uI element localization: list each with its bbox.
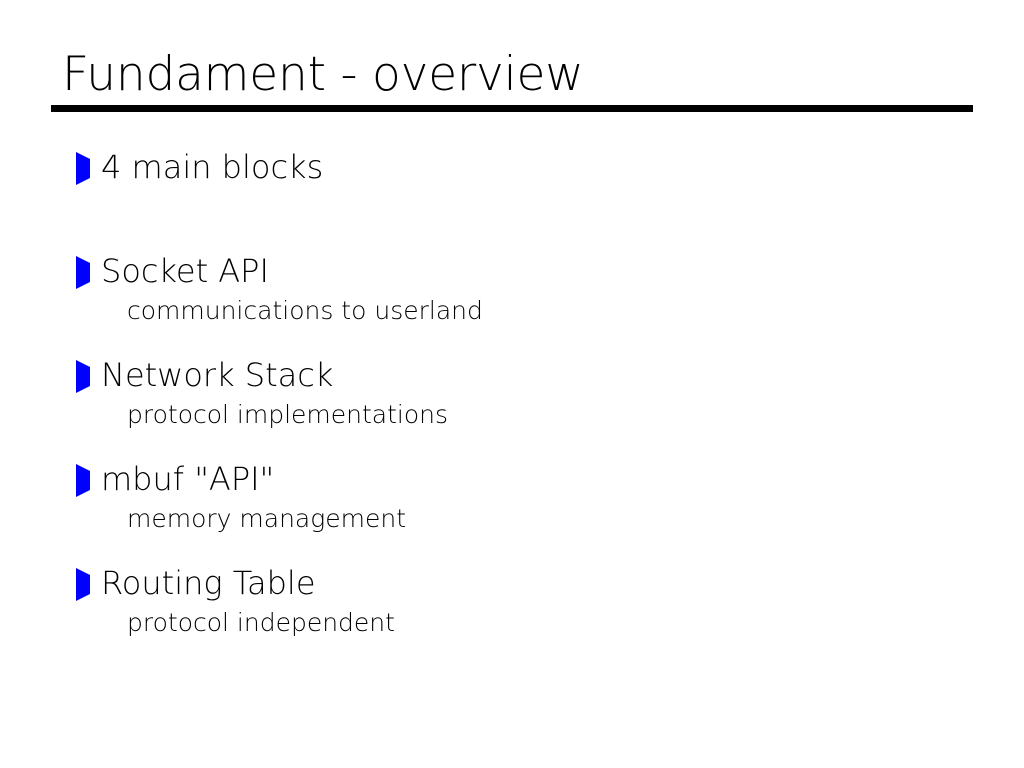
bullet-item-level2-label: memory management bbox=[127, 504, 407, 533]
dot-icon bbox=[109, 412, 118, 421]
bullet-group: Socket API communications to userland bbox=[76, 250, 976, 330]
bullet-item-level1-label: Network Stack bbox=[101, 356, 334, 394]
title-underline-divider bbox=[51, 105, 973, 112]
bullet-item-level1: 4 main blocks bbox=[76, 146, 976, 190]
bullet-item-level1: Socket API bbox=[76, 250, 976, 294]
bullet-item-level1-label: Routing Table bbox=[101, 564, 316, 602]
triangle-right-icon bbox=[76, 256, 90, 289]
bullet-group-spacer bbox=[76, 190, 976, 226]
bullet-group: Routing Table protocol independent bbox=[76, 562, 976, 642]
bullet-item-level2: protocol independent bbox=[76, 606, 976, 642]
bullet-item-level2: memory management bbox=[76, 502, 976, 538]
triangle-right-icon bbox=[76, 464, 90, 497]
slide-title-block: Fundament - overview bbox=[51, 48, 973, 112]
bullet-item-level1-label: 4 main blocks bbox=[101, 148, 324, 186]
bullet-item-level2-label: protocol implementations bbox=[127, 400, 449, 429]
bullet-item-level1: Network Stack bbox=[76, 354, 976, 398]
bullet-item-level1-label: Socket API bbox=[101, 252, 269, 290]
bullet-item-level2-label: protocol independent bbox=[127, 608, 395, 637]
bullet-group: Network Stack protocol implementations bbox=[76, 354, 976, 434]
bullet-group: mbuf "API" memory management bbox=[76, 458, 976, 538]
dot-icon bbox=[109, 308, 118, 317]
triangle-right-icon bbox=[76, 568, 90, 601]
bullet-item-level1: mbuf "API" bbox=[76, 458, 976, 502]
bullet-item-level1: Routing Table bbox=[76, 562, 976, 606]
dot-icon bbox=[109, 516, 118, 525]
bullet-item-level2-label: communications to userland bbox=[127, 296, 483, 325]
bullet-item-level2: communications to userland bbox=[76, 294, 976, 330]
page-title: Fundament - overview bbox=[62, 47, 584, 102]
slide-body: 4 main blocks Socket API communications … bbox=[76, 146, 976, 642]
triangle-right-icon bbox=[76, 360, 90, 393]
bullet-item-level1-label: mbuf "API" bbox=[101, 460, 275, 498]
bullet-group: 4 main blocks bbox=[76, 146, 976, 226]
bullet-item-level2: protocol implementations bbox=[76, 398, 976, 434]
dot-icon bbox=[109, 620, 118, 629]
triangle-right-icon bbox=[76, 152, 90, 185]
